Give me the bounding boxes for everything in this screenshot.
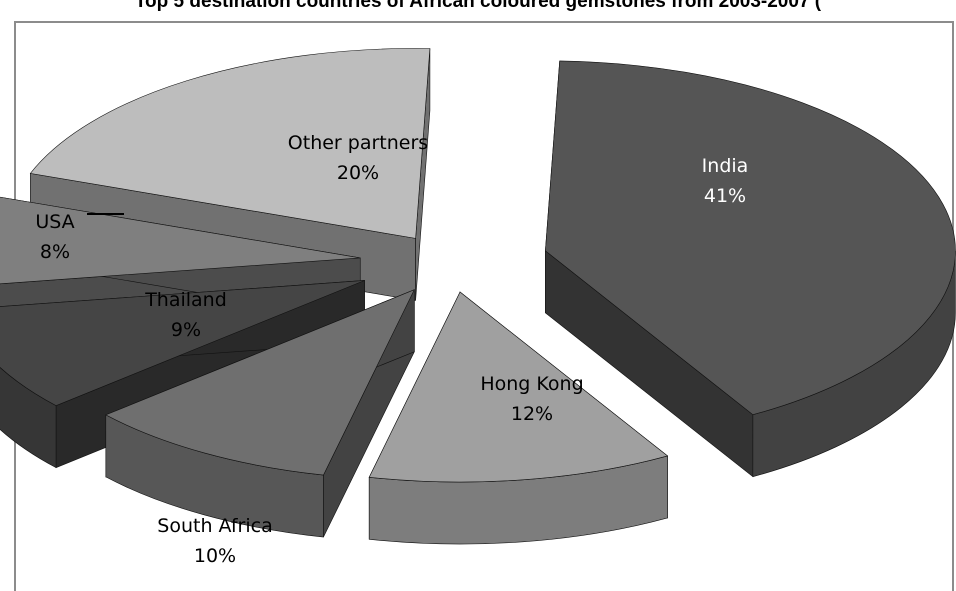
chart-title: Top 5 destination countries of African c… xyxy=(134,0,822,12)
pie-slice-hong-kong xyxy=(368,291,669,545)
slice-label-name: Thailand xyxy=(144,289,227,311)
slice-label-percent: 12% xyxy=(511,403,553,425)
slice-top xyxy=(0,196,361,285)
slice-label-percent: 20% xyxy=(337,162,379,184)
slice-label-percent: 41% xyxy=(704,185,746,207)
slice-label: India 41% xyxy=(702,155,749,207)
pie-slice-india xyxy=(545,60,956,478)
slice-label: South Africa 10% xyxy=(157,515,272,567)
slice-label: Thailand 9% xyxy=(144,289,227,341)
slice-top xyxy=(368,291,669,483)
slice-label-percent: 8% xyxy=(40,241,70,263)
slice-label-name: India xyxy=(702,155,749,177)
slice-label-name: USA xyxy=(35,211,74,233)
pie-slice-south-africa xyxy=(105,289,415,538)
slice-label-name: Hong Kong xyxy=(480,373,583,395)
slice-label: Other partners 20% xyxy=(288,132,428,184)
slice-label-percent: 9% xyxy=(171,319,201,341)
slice-label: USA 8% xyxy=(35,211,74,263)
slice-label-name: South Africa xyxy=(157,515,272,537)
slice-top xyxy=(545,60,956,416)
slice-top xyxy=(0,280,365,406)
slice-label: Hong Kong 12% xyxy=(480,373,583,425)
slice-top xyxy=(105,289,415,476)
pie-chart: India 41% Hong Kong 12% South Africa 10% Thail… xyxy=(0,48,956,567)
slice-label-percent: 10% xyxy=(194,545,236,567)
slice-top xyxy=(29,48,431,239)
slice-label-name: Other partners xyxy=(288,132,428,154)
